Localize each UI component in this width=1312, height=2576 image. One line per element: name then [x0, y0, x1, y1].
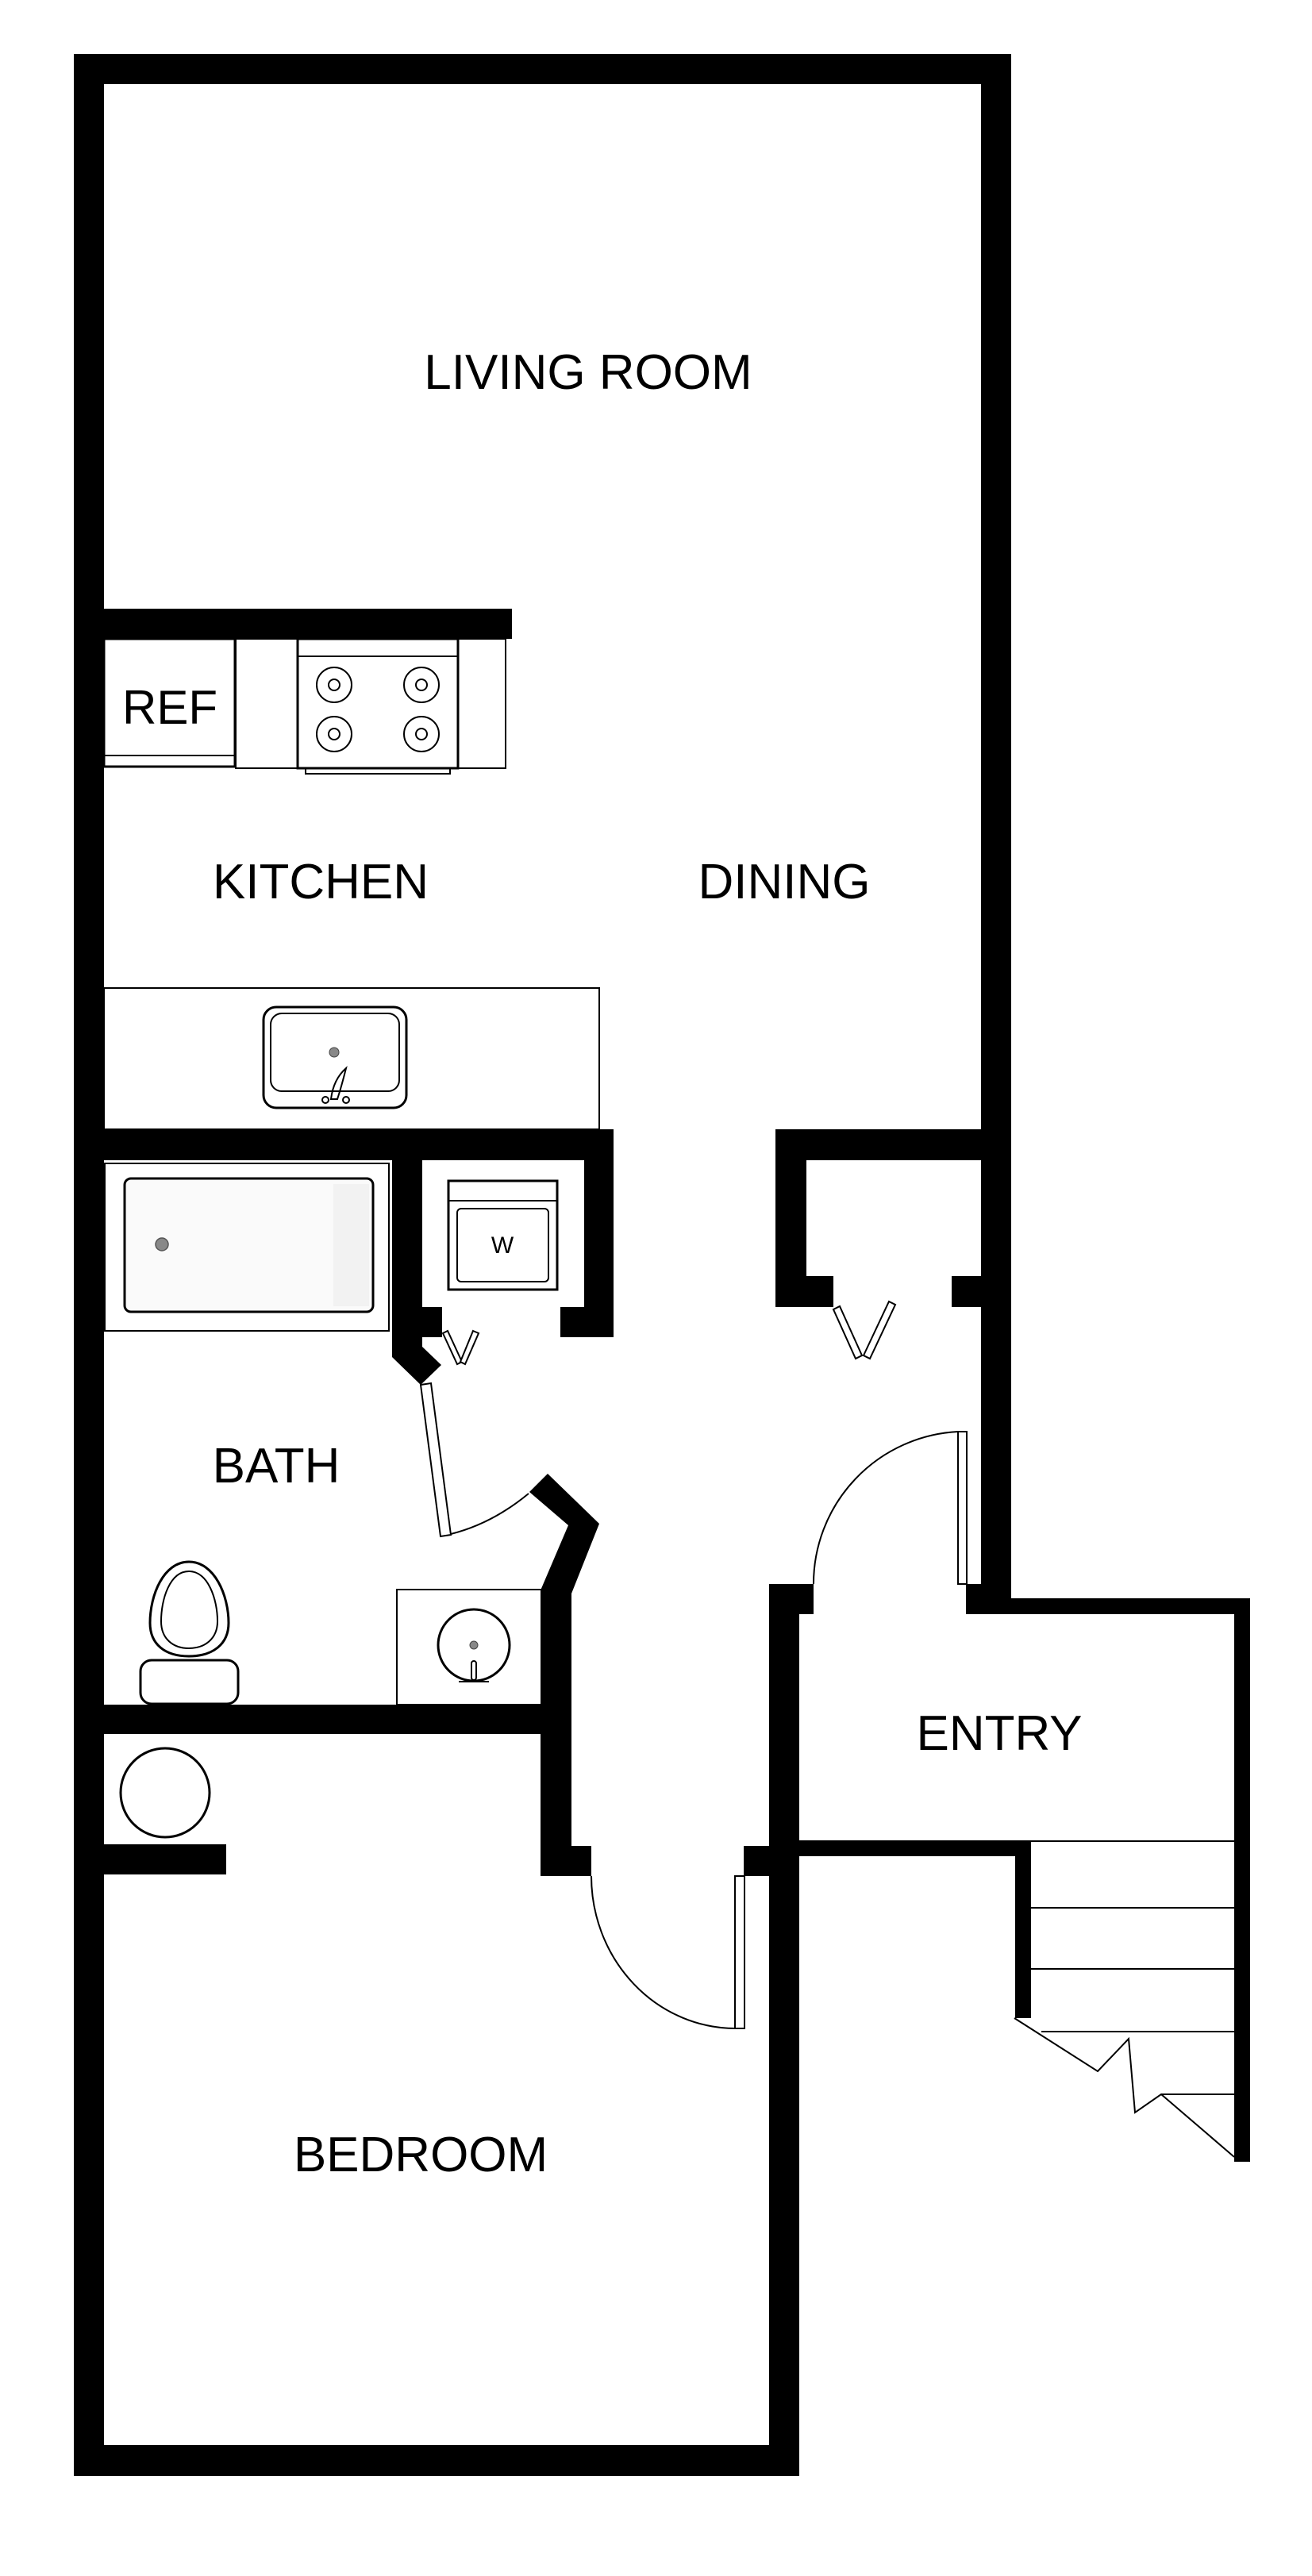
wall-right-upper [981, 54, 1011, 1614]
refrigerator-label: REF [122, 681, 217, 734]
faucet-handle-icon [321, 1096, 329, 1104]
bath-label: BATH [213, 1439, 341, 1494]
wall-closet [104, 1844, 226, 1874]
doors [419, 1300, 968, 2029]
closet-bifold-door-left[interactable] [832, 1305, 864, 1360]
washer-label: W [491, 1232, 514, 1259]
wall-bedroom-right [769, 1584, 799, 2476]
kitchen-sink-basin [270, 1013, 400, 1092]
wall-bath-diagonal [529, 1474, 599, 1594]
living-room-label: LIVING ROOM [424, 345, 752, 400]
wall-bath-bottom [104, 1705, 571, 1734]
wall-entry-top [1010, 1598, 1250, 1614]
wall-laundry-stub-right [560, 1307, 584, 1337]
burner-center-icon [328, 728, 341, 740]
faucet-handle-icon [342, 1096, 350, 1104]
stove-handle [305, 767, 451, 775]
laundry-bifold-door-right[interactable] [459, 1329, 480, 1366]
laundry [447, 1179, 559, 1291]
burner-center-icon [328, 679, 341, 691]
vanity-faucet-icon [471, 1660, 477, 1681]
entry-door-swing [812, 1431, 959, 1585]
kitchen-sink [262, 1005, 408, 1109]
faucet-icon [329, 1066, 348, 1100]
bedroom-door-swing [591, 1875, 737, 2029]
bathtub-slope [333, 1184, 369, 1306]
wall-entry-bottom [799, 1840, 1030, 1856]
room-labels: LIVING ROOM KITCHEN DINING BATH ENTRY BE… [122, 345, 1083, 2182]
washer [447, 1179, 559, 1291]
washer-lid [456, 1208, 549, 1282]
entry-label: ENTRY [916, 1706, 1082, 1761]
bath-fixtures [104, 1163, 543, 1705]
burner-icon [403, 716, 440, 752]
wall-bath-laundry [392, 1160, 441, 1385]
stove-burners [316, 667, 440, 752]
burner-icon [316, 716, 352, 752]
toilet-tank [139, 1659, 240, 1705]
bathtub-drain-icon [155, 1237, 169, 1251]
walls [74, 54, 1250, 2476]
stair-break-line [1014, 2017, 1235, 2158]
kitchen-label: KITCHEN [213, 855, 429, 909]
wall-entry-right [1234, 1598, 1250, 2162]
wall-kitchen-bath [104, 1129, 614, 1160]
wall-top [74, 54, 1011, 84]
wall-closet-stub-right [952, 1276, 981, 1307]
bathtub-surround [104, 1163, 390, 1332]
bathtub [123, 1177, 375, 1313]
refrigerator [102, 637, 237, 768]
bath-door[interactable] [419, 1382, 452, 1538]
wall-laundry-stub-left [422, 1307, 442, 1337]
entry-door[interactable] [957, 1431, 968, 1585]
stove [296, 637, 460, 770]
bedroom-door[interactable] [734, 1875, 745, 2029]
bath-door-swing [450, 1493, 529, 1535]
vanity-drain-icon [469, 1640, 479, 1650]
wall-closet-left [775, 1129, 806, 1307]
burner-icon [403, 667, 440, 703]
dining-label: DINING [698, 855, 871, 909]
wall-entry-jamb-right [966, 1584, 1011, 1614]
wall-laundry-right [584, 1129, 614, 1337]
wall-entry-jamb-left [769, 1584, 814, 1614]
wall-bottom [74, 2445, 799, 2476]
sink-drain-icon [329, 1047, 340, 1058]
burner-center-icon [415, 679, 428, 691]
water-heater [119, 1747, 211, 1839]
toilet-seat [160, 1570, 219, 1650]
burner-center-icon [415, 728, 428, 740]
kitchen-fixtures [102, 637, 600, 1130]
wall-closet-top [775, 1129, 981, 1160]
vanity [396, 1589, 543, 1705]
bedroom-label: BEDROOM [294, 2128, 548, 2182]
burner-icon [316, 667, 352, 703]
wall-closet-stub-left [806, 1276, 833, 1307]
wall-bedroom-jamb-right [744, 1846, 769, 1876]
wall-kitchen-upper [104, 609, 512, 639]
lower-counter [103, 987, 600, 1130]
wall-stair-left [1015, 1840, 1031, 2018]
wall-bedroom-jamb-left [541, 1846, 591, 1876]
stairs [1014, 1840, 1235, 2158]
wall-left [74, 54, 104, 2476]
closet-bifold-door-right[interactable] [862, 1300, 897, 1360]
